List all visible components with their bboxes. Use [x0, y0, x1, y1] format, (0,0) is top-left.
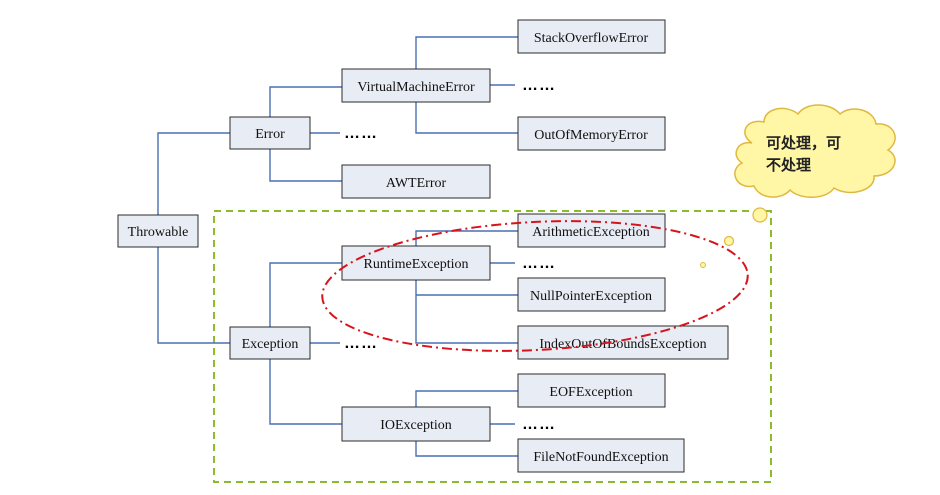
node-index-out-of-bounds-exception: IndexOutOfBoundsException	[517, 325, 729, 360]
node-out-of-memory-error-label: OutOfMemoryError	[534, 128, 648, 143]
cloud-text-line1: 可处理，可	[766, 134, 841, 152]
node-arithmetic-exception-label: ArithmeticException	[532, 225, 649, 240]
thought-bubble-small	[700, 262, 706, 268]
cloud-text-line2: 不处理	[766, 156, 811, 174]
node-awt-error-label: AWTError	[386, 176, 447, 191]
node-throwable: Throwable	[117, 214, 199, 248]
node-virtual-machine-error-label: VirtualMachineError	[357, 80, 475, 95]
cloud-callout: 可处理，可 不处理	[734, 104, 896, 198]
exception-group-frame	[213, 210, 772, 483]
node-eof-exception: EOFException	[517, 373, 666, 408]
cloud-shape	[734, 104, 896, 198]
io-more-ellipsis: ……	[522, 416, 556, 433]
node-virtual-machine-error: VirtualMachineError	[341, 68, 491, 103]
node-out-of-memory-error: OutOfMemoryError	[517, 116, 666, 151]
error-more-ellipsis: ……	[344, 125, 378, 142]
node-awt-error: AWTError	[341, 164, 491, 199]
node-stack-overflow-error-label: StackOverflowError	[534, 31, 649, 46]
node-null-pointer-exception: NullPointerException	[517, 277, 666, 312]
node-runtime-exception-label: RuntimeException	[364, 257, 469, 272]
node-arithmetic-exception: ArithmeticException	[517, 213, 666, 248]
node-exception: Exception	[229, 326, 311, 360]
node-io-exception: IOException	[341, 406, 491, 442]
node-file-not-found-exception-label: FileNotFoundException	[533, 450, 668, 465]
node-throwable-label: Throwable	[128, 225, 189, 240]
node-error-label: Error	[255, 127, 285, 142]
node-index-out-of-bounds-exception-label: IndexOutOfBoundsException	[539, 337, 706, 352]
node-stack-overflow-error: StackOverflowError	[517, 19, 666, 54]
vm-error-more-ellipsis: ……	[522, 77, 556, 94]
runtime-more-ellipsis: ……	[522, 255, 556, 272]
node-exception-label: Exception	[242, 337, 299, 352]
connector-lines	[157, 36, 518, 457]
node-file-not-found-exception: FileNotFoundException	[517, 438, 685, 473]
node-io-exception-label: IOException	[380, 418, 452, 433]
thought-bubble-medium	[723, 235, 735, 247]
exception-more-ellipsis: ……	[344, 335, 378, 352]
thought-bubble-large	[752, 207, 768, 223]
node-eof-exception-label: EOFException	[549, 385, 632, 400]
node-null-pointer-exception-label: NullPointerException	[530, 289, 652, 304]
runtime-exception-highlight-ellipse	[321, 220, 749, 352]
node-error: Error	[229, 116, 311, 150]
node-runtime-exception: RuntimeException	[341, 245, 491, 281]
